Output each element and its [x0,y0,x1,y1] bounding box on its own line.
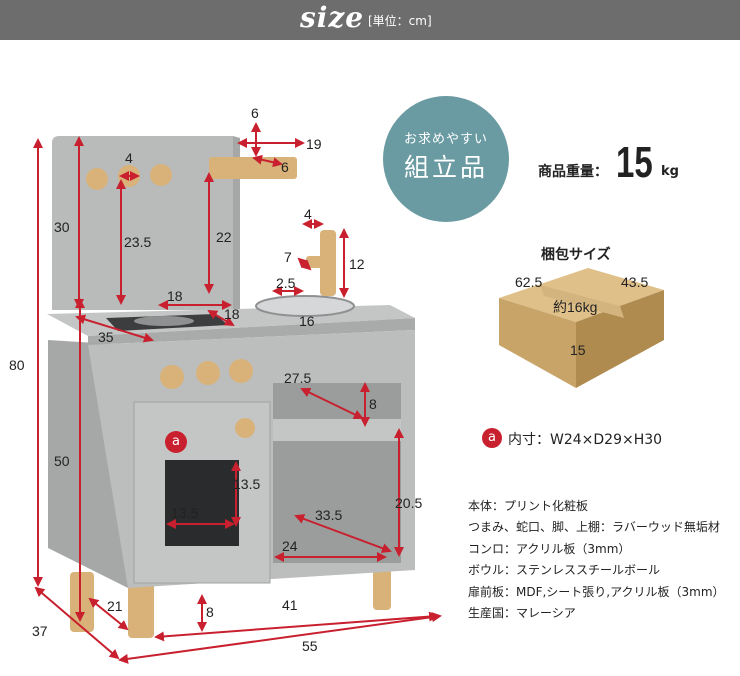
dim-sh-h: 20.5 [395,495,422,511]
weight-label: 商品重量： [538,164,608,180]
inner-text: 内寸：W24×D29×H30 [508,432,663,448]
material-item: コンロ：アクリル板（3mm） [468,541,631,556]
dim-knob: 4 [125,150,133,166]
dim-shelf-d: 6 [251,105,259,121]
dim-stove-w: 18 [167,288,183,304]
badge-line-2: 組立品 [403,153,488,182]
dim-win-w: 13.5 [171,505,198,521]
material-item: 生産国：マレーシア [468,606,576,621]
dim-peg-span: 23.5 [124,234,151,250]
dim-win-h: 13.5 [233,476,260,492]
door-badge: a [165,431,187,453]
assembly-badge: お求めやすい 組立品 [383,96,509,222]
door-knob [235,418,255,438]
dim-board-h: 30 [54,219,70,235]
badge-line-1: お求めやすい [403,132,488,147]
knob-2 [196,361,220,385]
oven-window [165,460,239,546]
dim-shelf-drop: 22 [216,229,232,245]
weight-unit: kg [661,164,679,179]
dim-faucet-base: 2.5 [276,275,296,291]
materials-list: 本体：プリント化粧板 つまみ、蛇口、脚、上棚：ラバーウッド無垢材 コンロ：アクリ… [468,496,725,624]
leg-back [128,580,154,638]
weight-value: 15 [616,138,653,187]
dim-sh-d: 33.5 [315,507,342,523]
header-bar: size [単位：cm] [0,0,740,40]
dim-cnt-d: 8 [369,396,377,412]
leg-front-left [70,572,94,632]
dim-cnt-h: 27.5 [284,370,311,386]
sink-bowl [255,295,355,317]
knob-1 [160,365,184,389]
faucet [320,230,336,296]
dim-depth-top: 35 [98,329,114,345]
dim-leg-h: 8 [206,604,214,620]
pkg-d: 43.5 [621,274,648,290]
dim-inner-w: 41 [282,597,298,613]
package-title: 梱包サイズ [541,247,611,263]
dim-faucet-reach: 7 [284,249,292,265]
pkg-h: 15 [570,342,586,358]
dim-width: 55 [302,638,318,654]
package-box [499,268,664,388]
material-item: つまみ、蛇口、脚、上棚：ラバーウッド無垢材 [468,520,720,535]
dim-total-h: 80 [9,357,25,373]
dim-shelf-h: 6 [281,159,289,175]
dim-leg-d: 21 [107,598,123,614]
pkg-weight: 約16kg [553,299,597,315]
knob-3 [229,359,253,383]
dim-sh-w: 24 [282,538,298,554]
dim-bowl: 16 [299,313,315,329]
dim-stove-d: 18 [224,306,240,322]
upper-compartment [273,383,401,419]
peg-1 [86,168,108,190]
material-item: 本体：プリント化粧板 [468,499,589,513]
dim-shelf-w: 19 [306,136,322,152]
dim-faucet-h: 12 [349,256,365,272]
inner-badge: a [482,428,502,448]
material-item: 扉前板：MDF,シート張り,アクリル板（3mm） [468,584,725,599]
peg-3 [150,164,172,186]
dim-depth: 37 [32,623,48,639]
leg-front-right [373,568,391,610]
pkg-w: 62.5 [515,274,542,290]
dim-faucet-w: 4 [304,206,312,222]
dim-lower-h: 50 [54,453,70,469]
size-title: size [300,1,365,34]
unit-label: [単位：cm] [368,14,432,28]
material-item: ボウル：ステンレススチールボール [468,563,661,578]
